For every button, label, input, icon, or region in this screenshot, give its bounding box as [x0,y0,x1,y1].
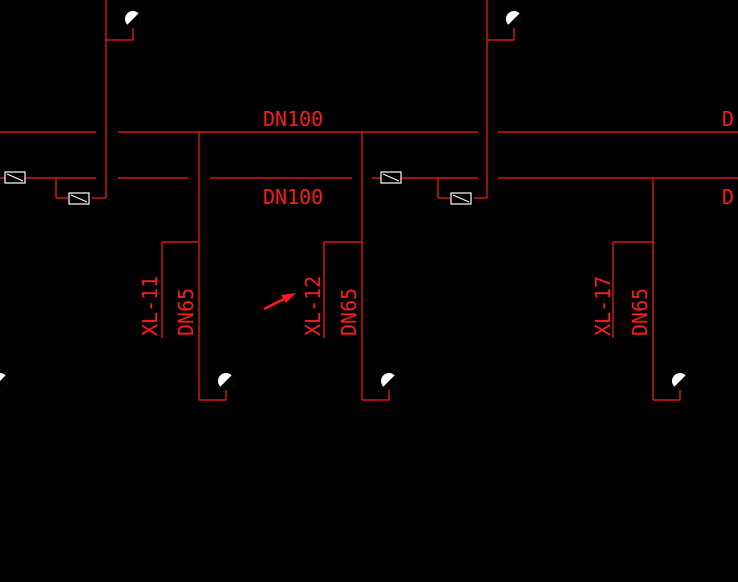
edge-label-upper: D [722,107,734,131]
riser-xl17-size: DN65 [628,288,652,336]
arrow-indicator-icon [263,293,296,311]
valve-icon[interactable] [4,171,26,184]
upper-riser-right [437,0,515,199]
sprinkler-head-icon[interactable] [672,373,689,390]
riser-xl12-id: XL-12 [301,276,325,336]
upper-main-pipe-label: DN100 [263,107,323,131]
riser-xl11-size: DN65 [174,288,198,336]
riser-xl12-size: DN65 [337,288,361,336]
sprinkler-head-icon[interactable] [381,373,398,390]
upper-riser-left [55,0,134,199]
riser-drop-xl12 [323,132,390,401]
riser-drop-xl17 [612,178,681,401]
edge-label-lower: D [722,185,734,209]
valve-icon[interactable] [380,171,402,184]
sprinkler-head-icon[interactable] [506,11,523,28]
riser-xl11-id: XL-11 [138,276,162,336]
sprinkler-head-icon[interactable] [218,373,235,390]
sprinkler-head-icon[interactable] [125,11,142,28]
valve-icon[interactable] [450,192,472,205]
valve-icon[interactable] [68,192,90,205]
sprinkler-head-icon[interactable] [0,373,9,390]
riser-drop-xl11 [161,132,227,401]
riser-xl17-id: XL-17 [591,276,615,336]
lower-main-pipe-label: DN100 [263,185,323,209]
